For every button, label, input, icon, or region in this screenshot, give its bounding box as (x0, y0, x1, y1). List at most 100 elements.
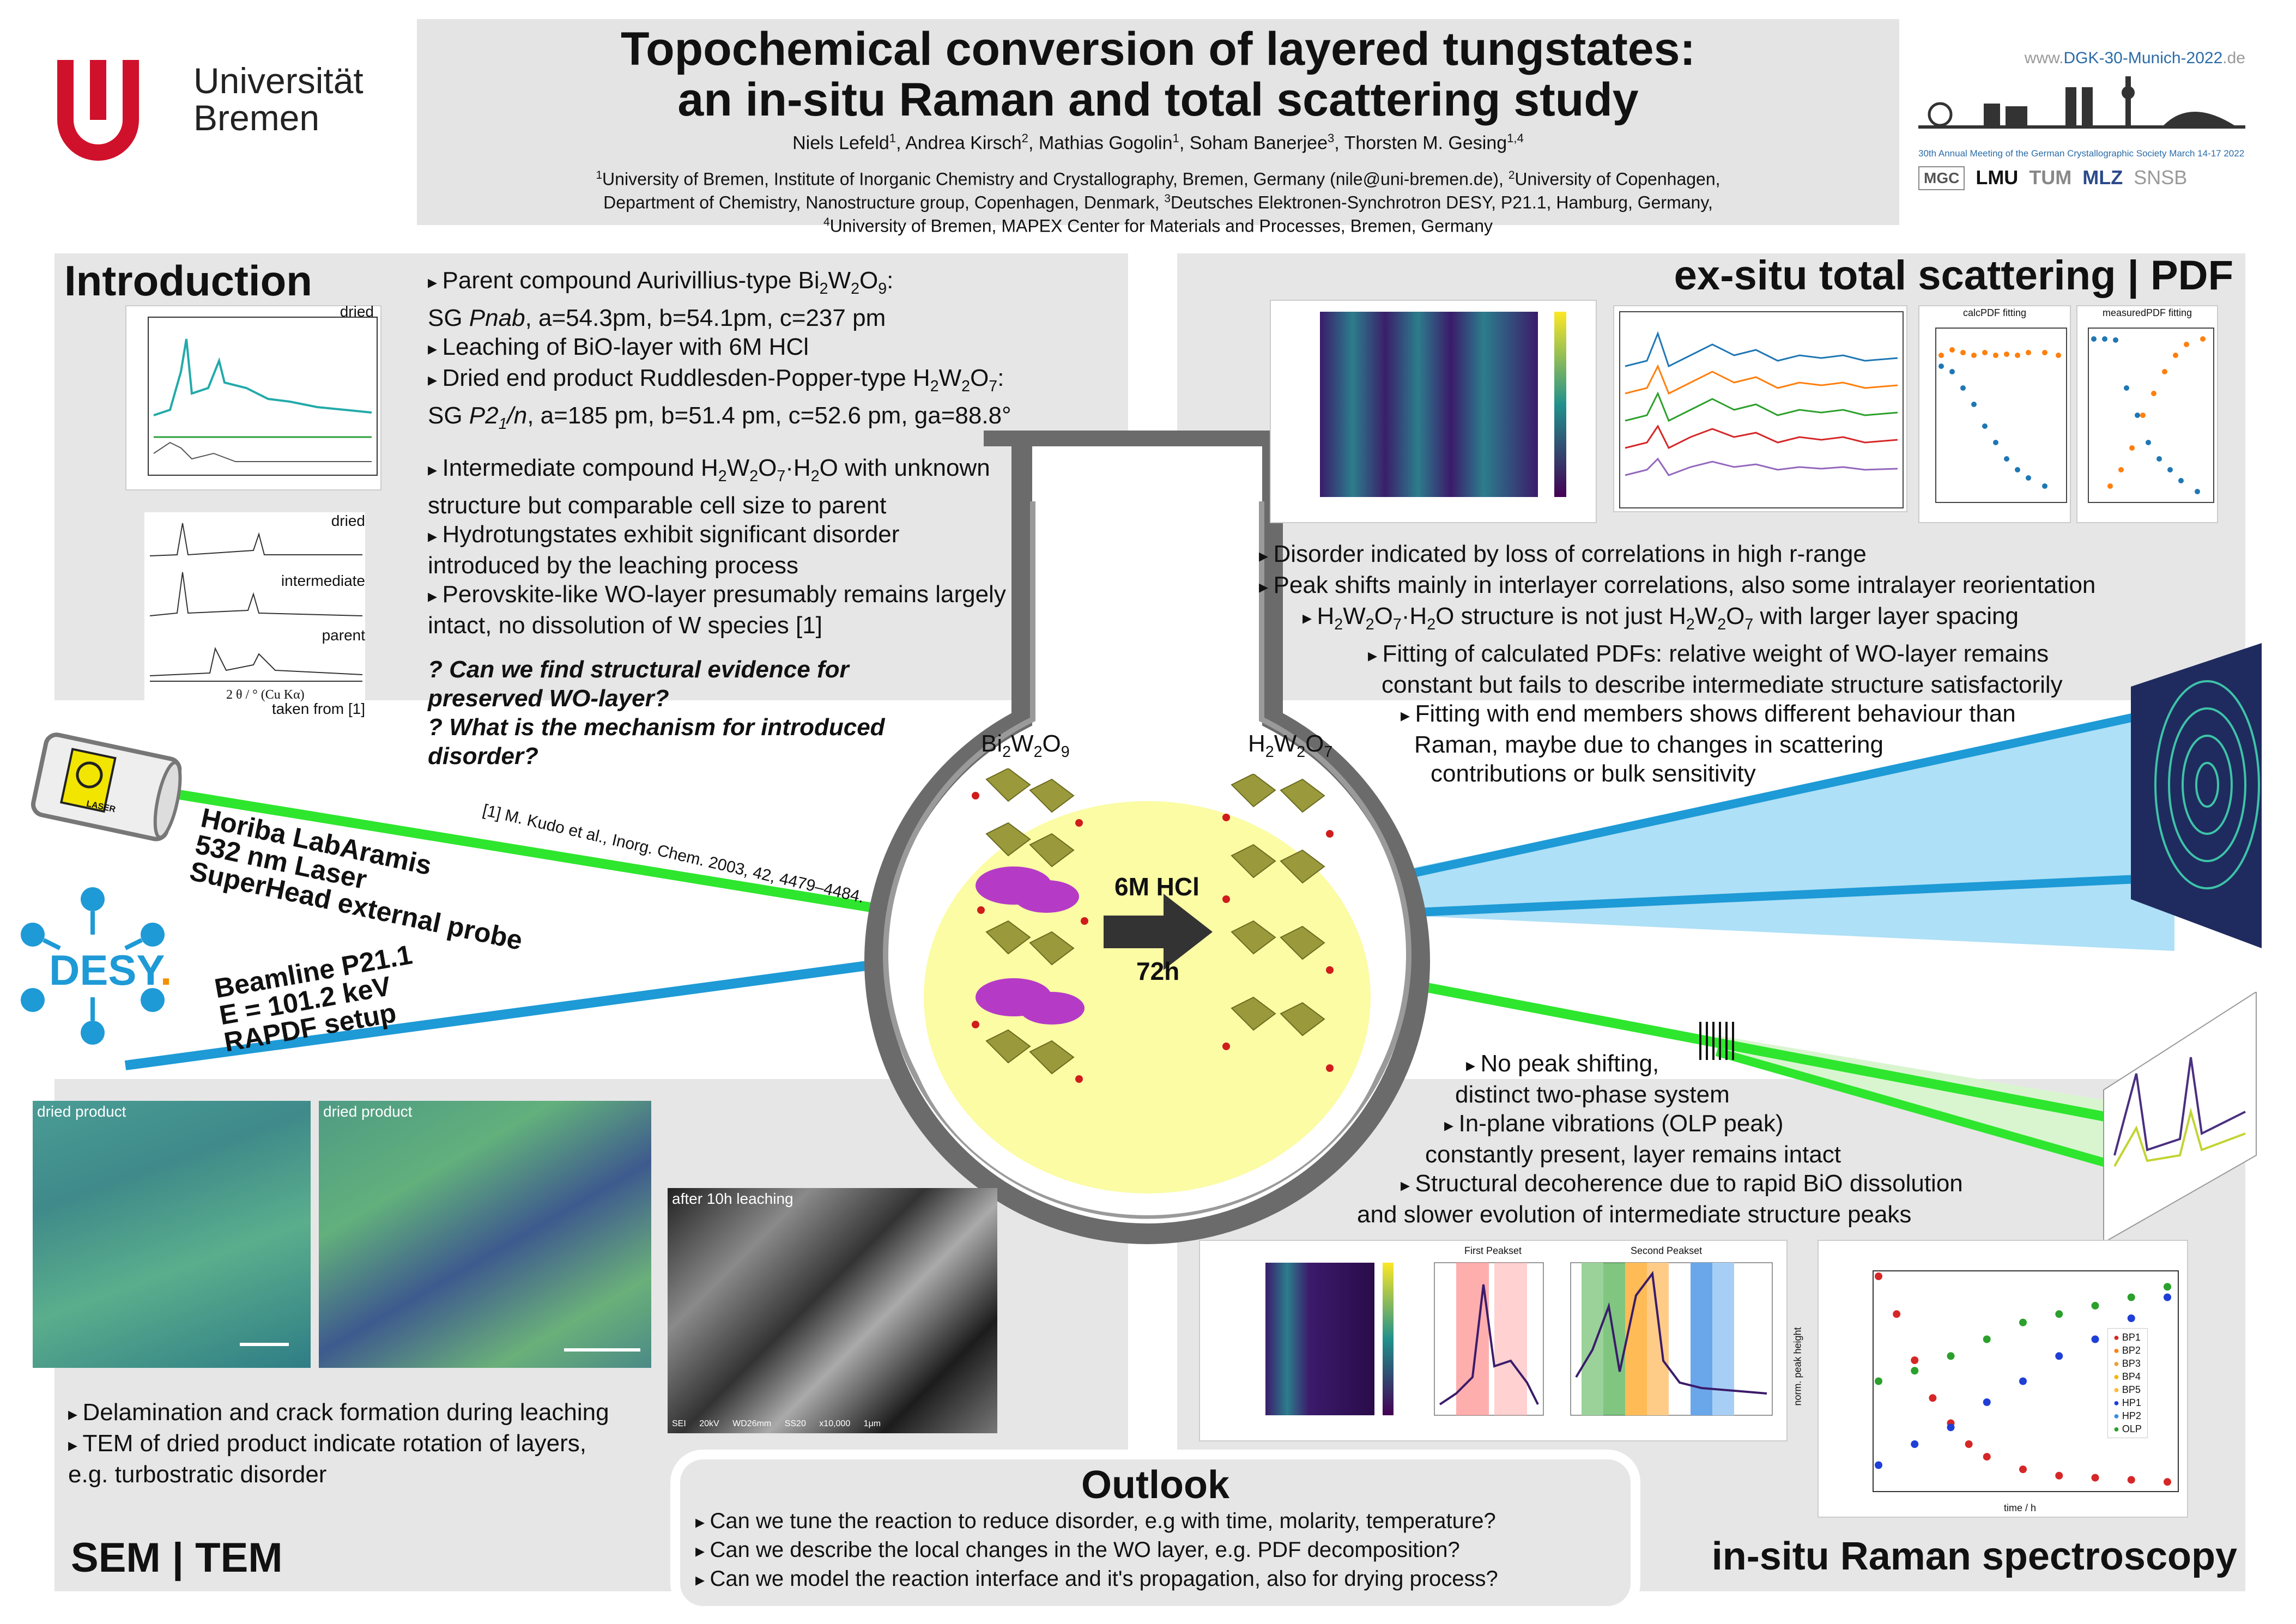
raman-3d-icon (2103, 991, 2257, 1244)
uni-logo: Universität Bremen (52, 60, 390, 174)
xrd-xaxis: 2 θ / ° (Cu Kα) (226, 688, 305, 702)
pdf-heatmap-icon (1320, 312, 1566, 497)
tem-image-2: dried product (319, 1101, 651, 1368)
pdf-bullet-4b: constant but fails to describe intermedi… (1382, 671, 2063, 698)
kinetics-point-bp1 (1893, 1310, 1901, 1318)
semtem-text: Delamination and crack formation during … (68, 1398, 722, 1489)
sem-image-label: after 10h leaching (672, 1190, 793, 1207)
uni-bremen-icon (57, 60, 139, 161)
outlook-box: Outlook Can we tune the reaction to redu… (670, 1450, 1640, 1616)
semtem-bullet-2: TEM of dried product indicate rotation o… (68, 1429, 722, 1460)
desy-text: DESY. (49, 946, 172, 994)
legend-bp1: ● BP1 (2113, 1332, 2141, 1343)
kinetics-point-hp1 (1947, 1423, 1955, 1432)
uni-name-2: Bremen (193, 98, 320, 138)
pdf-stack-icon (1619, 311, 1904, 508)
conference-url: www.DGK-30-Munich-2022.de (2024, 49, 2245, 67)
kinetics-point-hp1 (2127, 1314, 2135, 1322)
title-line-1: Topochemical conversion of layered tungs… (620, 23, 1696, 75)
sponsor-snsb: SNSB (2134, 166, 2188, 189)
pdf-fit-measured: measuredPDF fitting (2076, 305, 2218, 523)
laser-beam (168, 788, 922, 920)
affiliations: 1University of Bremen, Institute of Inor… (596, 169, 1721, 236)
kinetics-point-bp1 (1983, 1453, 1991, 1461)
kinetics-point-bp1 (1929, 1394, 1937, 1402)
raman-beam-lower (1715, 1047, 2138, 1176)
pdf-fit-calc-icon (1935, 328, 2067, 503)
intro-text: Parent compound Aurivillius-type Bi2W2O9… (428, 266, 1114, 771)
xrd-label-parent: parent (322, 627, 365, 644)
conference-logo: www.DGK-30-Munich-2022.de 30th Annual Me… (1918, 49, 2245, 213)
semtem-bullet-2b: e.g. turbostratic disorder (68, 1461, 327, 1488)
kinetics-point-hp1 (2055, 1352, 2063, 1360)
pdf-stack (1613, 305, 1907, 512)
raman-subtitle-1: First Peakset (1464, 1245, 1522, 1256)
reagent-label: 6M HCl (1114, 872, 1200, 901)
crystal-structure-right (1222, 774, 1334, 1072)
outlook-bullet-1: Can we tune the reaction to reduce disor… (695, 1507, 1631, 1536)
intro-bullet-6b: intact, no dissolution of W species [1] (428, 612, 822, 639)
raman-subtitle-2: Second Peakset (1631, 1245, 1703, 1256)
kinetics-legend: ● BP1 ● BP2 ● BP3 ● BP4 ● BP5 ● HP1 ● HP… (2107, 1328, 2148, 1438)
pdf-heading: ex-situ total scattering | PDF (1674, 252, 2233, 299)
pdf-bullet-3: H2W2O7·H2O structure is not just H2W2O7 … (1259, 602, 2229, 639)
sponsor-mgc: MGC (1918, 166, 1965, 190)
kinetics-point-hp1 (2164, 1293, 2171, 1301)
sponsor-lmu: LMU (1976, 166, 2019, 189)
intro-bullet-1b: SG Pnab, a=54.3pm, b=54.1pm, c=237 pm (428, 304, 886, 331)
raman-bullet-2: In-plane vibrations (OLP peak) (1357, 1109, 2120, 1140)
kinetics-point-bp1 (2127, 1476, 2135, 1484)
sponsor-tum: TUM (2029, 166, 2072, 189)
intro-bullet-4: Intermediate compound H2W2O7·H2O with un… (428, 453, 1114, 491)
intro-question-1: ? Can we find structural evidence for pr… (428, 656, 849, 712)
tem-image-2-label: dried product (323, 1103, 413, 1120)
raman-3d-thumbnail (2082, 991, 2262, 1244)
legend-bp2: ● BP2 (2113, 1345, 2141, 1356)
kinetics-point-olp (1911, 1367, 1919, 1375)
flask-formula-left: Bi2W2O9 (981, 730, 1070, 761)
kinetics-point-olp (2091, 1301, 2099, 1310)
detector-rings-icon (2131, 643, 2262, 948)
intro-bullet-2: Leaching of BiO-layer with 6M HCl (428, 332, 1114, 363)
kinetics-point-bp1 (2091, 1474, 2099, 1482)
kinetics-point-hp1 (1875, 1461, 1882, 1469)
pdf-bullet-2: Peak shifts mainly in interlayer correla… (1259, 571, 2229, 602)
sponsor-logos: MGC LMU TUM MLZ SNSB (1918, 166, 2187, 190)
crystal-structure-left (972, 768, 1088, 1083)
sponsor-mlz: MLZ (2082, 166, 2123, 189)
legend-olp: ● OLP (2113, 1423, 2142, 1434)
intro-bullet-6: Perovskite-like WO-layer presumably rema… (428, 580, 1114, 611)
flask-formula-right: H2W2O7 (1248, 730, 1333, 761)
xrd-source: taken from [1] (271, 700, 365, 717)
legend-hp1: ● HP1 (2113, 1397, 2141, 1408)
kinetics-point-hp1 (2091, 1335, 2099, 1343)
intro-heading: Introduction (64, 257, 312, 305)
pdf-bullet-5: Fitting with end members shows different… (1259, 699, 2229, 730)
authors: Niels Lefeld1, Andrea Kirsch2, Mathias G… (792, 131, 1524, 154)
kinetics-point-bp1 (2164, 1478, 2171, 1486)
sem-image: after 10h leaching SEI 20kV WD26mm SS20 … (668, 1188, 997, 1433)
desy-beam (124, 954, 917, 1070)
raman-beam (1334, 965, 2137, 1128)
pdf-bullet-5c: contributions or bulk sensitivity (1431, 760, 1756, 787)
outlook-bullet-3: Can we model the reaction interface and … (695, 1565, 1631, 1594)
raman-bullet-3b: and slower evolution of intermediate str… (1357, 1201, 1912, 1228)
xrd-label-intermediate: intermediate (281, 572, 365, 589)
pdf-heatmap (1270, 300, 1597, 523)
title-box: Topochemical conversion of layered tungs… (417, 19, 1899, 235)
xray-cone (1406, 711, 2174, 951)
semtem-heading: SEM | TEM (71, 1535, 283, 1581)
raman-spectra: First Peakset Second Peakset (1199, 1240, 1788, 1441)
intro-bullet-3: Dried end product Ruddlesden-Popper-type… (428, 363, 1114, 401)
pdf-text: Disorder indicated by loss of correlatio… (1259, 540, 2229, 788)
xray-beam-upper (1405, 704, 2176, 879)
raman-bullet-1: No peak shifting, (1357, 1049, 2120, 1080)
pdf-fit-calc-title: calcPDF fitting (1962, 307, 2027, 318)
kinetics-xaxis-label: time / h (2004, 1502, 2037, 1513)
outlook-bullet-2: Can we describe the local changes in the… (695, 1536, 1631, 1565)
intro-bullet-5: Hydrotungstates exhibit significant diso… (428, 520, 1114, 551)
intro-question-2: ? What is the mechanism for introduced d… (428, 714, 885, 770)
pdf-fit-measured-icon (2088, 328, 2214, 503)
pdf-bullet-5b: Raman, maybe due to changes in scatterin… (1414, 731, 1883, 758)
intro-bullet-1: Parent compound Aurivillius-type Bi2W2O9… (428, 266, 1114, 304)
